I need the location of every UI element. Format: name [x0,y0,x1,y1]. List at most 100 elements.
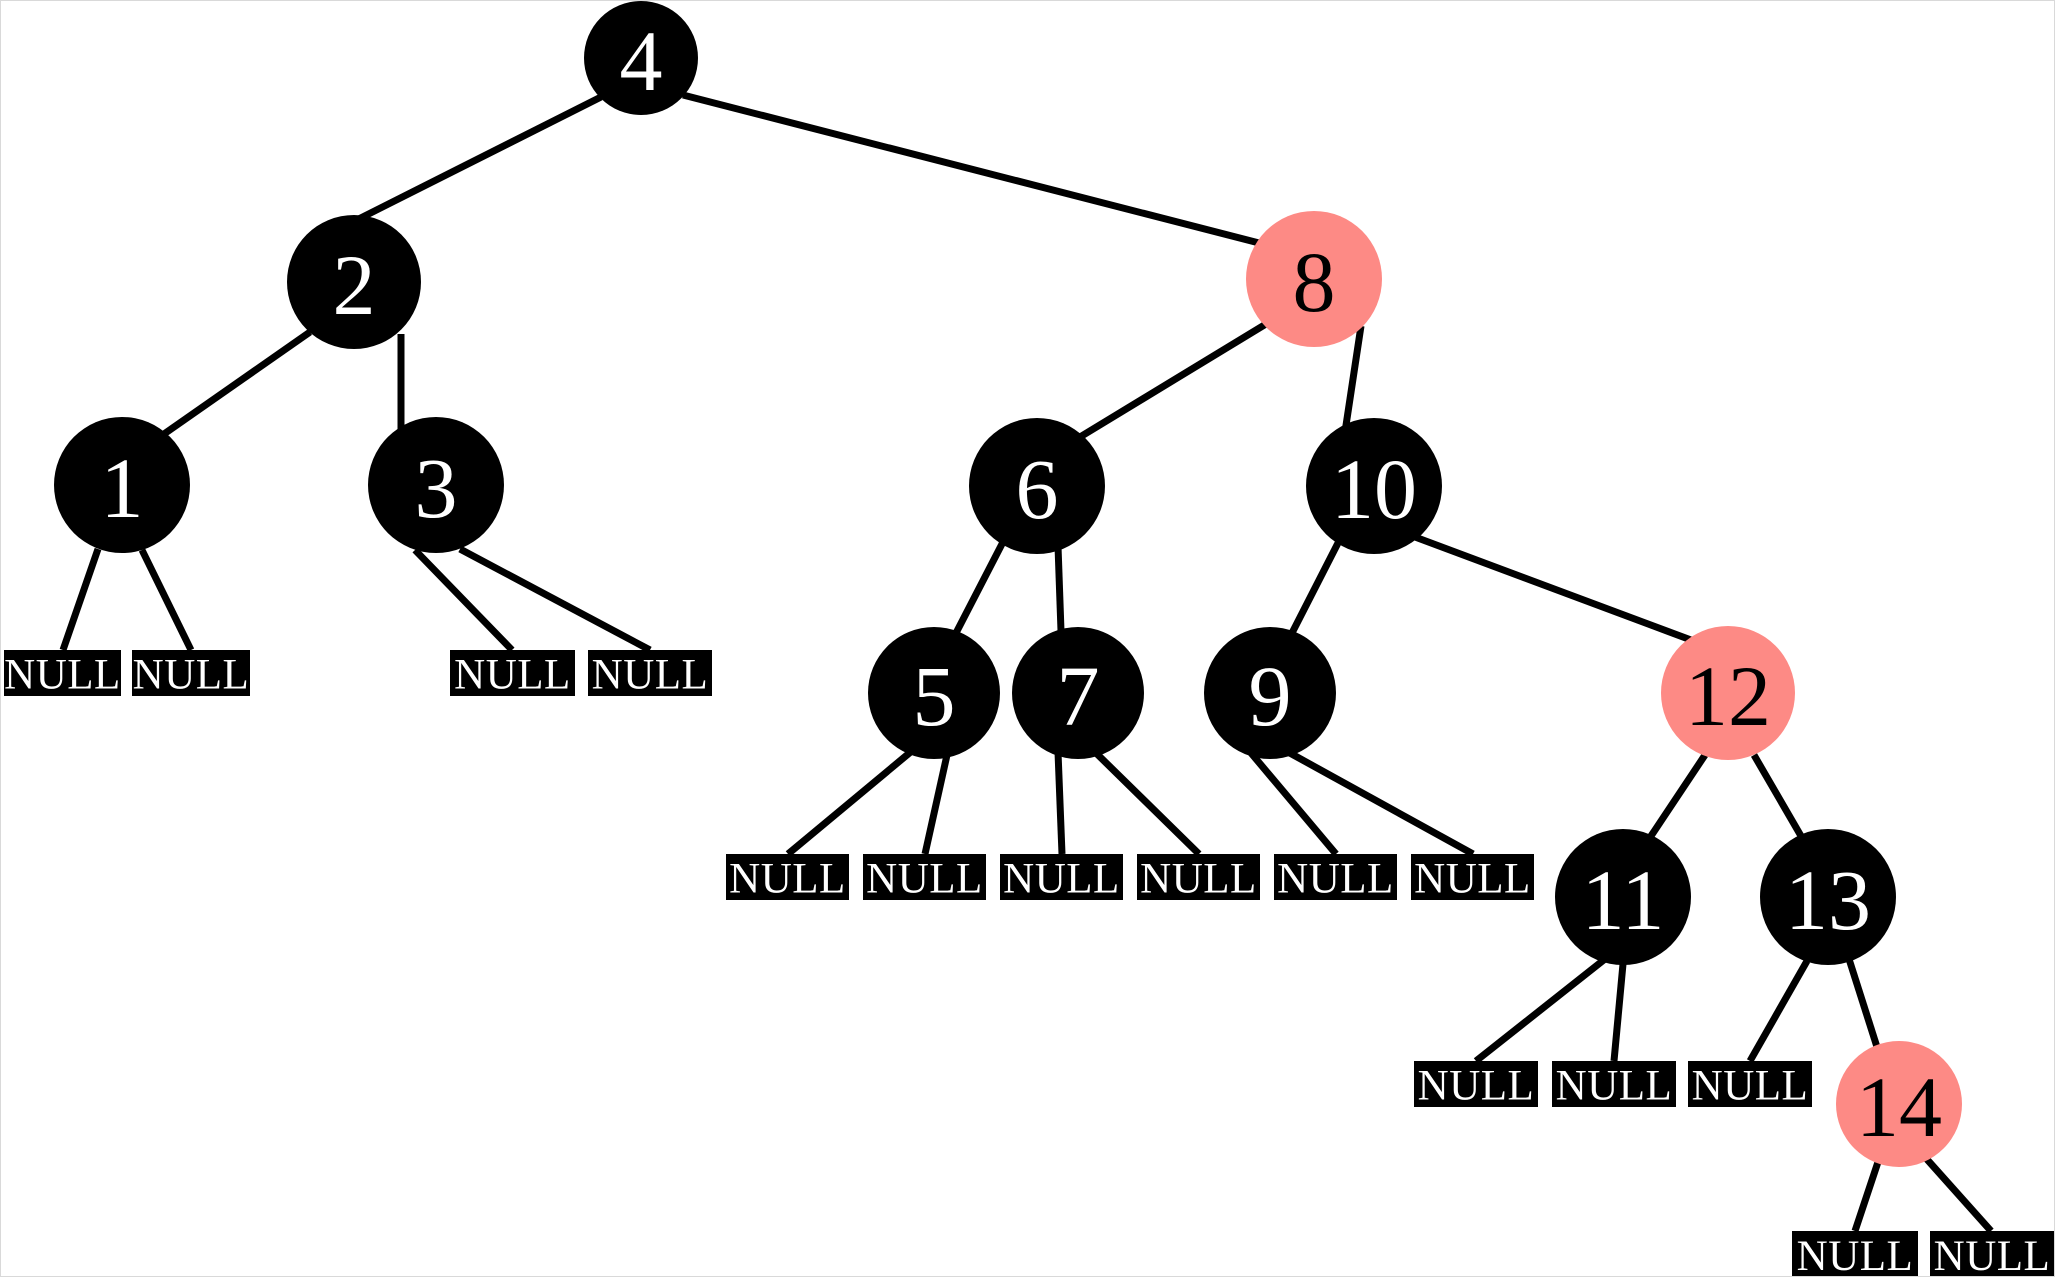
node-circle-black[interactable] [1306,418,1442,554]
tree-edge-n1-nb1 [59,547,102,652]
tree-edge-n9-nb9 [1248,750,1339,857]
tree-node-14[interactable]: 14 [1836,1041,1962,1167]
node-label: 12 [1685,648,1771,744]
tree-node-7[interactable]: 7 [1012,627,1144,759]
null-box-background [1414,1061,1538,1107]
null-leaf-box: NULL [1552,1061,1676,1110]
tree-node-13[interactable]: 13 [1760,829,1896,965]
node-circle-red[interactable] [1246,211,1382,347]
null-box-background [4,650,121,696]
null-leaf-box: NULL [1411,854,1534,903]
tree-edge-n8-n6 [1078,321,1268,440]
null-box-background [863,854,986,900]
tree-edge-n13-n14 [1845,957,1881,1049]
null-leaf-box: NULL [1000,854,1123,903]
node-circle-black[interactable] [1204,627,1336,759]
node-circle-black[interactable] [54,417,190,553]
tree-edge-n4-n8 [682,91,1264,248]
null-leaf-box: NULL [1414,1061,1538,1110]
tree-node-10[interactable]: 10 [1306,418,1442,554]
tree-edge-n10-n9 [1288,541,1342,635]
tree-edge-n14-nb14 [1851,1157,1883,1233]
tree-edge-n5-nb6 [921,754,951,855]
tree-edge-n7-nb7 [1054,751,1066,855]
tree-node-1[interactable]: 1 [54,417,190,553]
null-box-background [726,854,849,900]
null-box-background [1792,1231,1918,1276]
node-circle-black[interactable] [368,417,504,553]
tree-node-12[interactable]: 12 [1661,626,1795,760]
tree-edge-n12-n13 [1750,753,1805,838]
tree-edge-n10-n12 [1413,533,1693,644]
node-label: 6 [1016,441,1059,537]
node-label: 13 [1785,852,1871,948]
node-label: 9 [1249,648,1292,744]
tree-edge-n3-nb3 [412,547,515,653]
node-circle-black[interactable] [1012,627,1144,759]
null-box-label: NULL [1140,856,1257,903]
tree-edge-n11-nb12 [1610,963,1627,1062]
null-box-label: NULL [1556,1063,1673,1110]
node-circle-black[interactable] [584,1,698,115]
null-box-background [1688,1061,1812,1107]
null-box-label: NULL [1934,1233,2051,1277]
tree-node-9[interactable]: 9 [1204,627,1336,759]
null-box-background [1411,854,1534,900]
node-label: 3 [415,440,458,536]
tree-edge-n5-nb5 [785,747,916,857]
node-circle-red[interactable] [1661,626,1795,760]
null-leaf-box: NULL [588,650,712,699]
tree-node-6[interactable]: 6 [969,418,1105,554]
node-circle-red[interactable] [1836,1041,1962,1167]
node-label: 7 [1057,648,1100,744]
null-leaf-box: NULL [1137,854,1260,903]
null-box-background [1552,1061,1676,1107]
node-label: 2 [333,237,376,333]
null-leaf-box: NULL [4,650,121,699]
tree-node-8[interactable]: 8 [1246,211,1382,347]
node-label: 4 [620,13,663,109]
tree-edge-n8-n10 [1341,325,1365,433]
node-label: 1 [101,440,144,536]
tree-node-5[interactable]: 5 [868,627,1000,759]
node-circle-black[interactable] [287,215,421,349]
tree-node-3[interactable]: 3 [368,417,504,553]
null-leaf-box: NULL [1688,1061,1812,1110]
tree-edge-n13-nb13 [1746,959,1811,1063]
null-box-label: NULL [4,652,121,699]
null-leaf-box: NULL [1792,1231,1918,1277]
node-circle-black[interactable] [1760,829,1896,965]
null-leaf-box: NULL [726,854,849,903]
tree-node-2[interactable]: 2 [287,215,421,349]
null-box-label: NULL [454,652,571,699]
null-box-label: NULL [729,856,846,903]
null-box-background [132,650,250,696]
null-box-background [1274,854,1397,900]
null-leaf-box: NULL [450,650,575,699]
null-leaf-box: NULL [1930,1231,2054,1277]
node-label: 11 [1582,852,1665,948]
tree-edge-n11-nb11 [1473,956,1608,1064]
node-label: 10 [1331,441,1417,537]
null-box-background [450,650,575,696]
null-boxes-layer: NULL NULL NULL NULL NULL NULL NULL NULL NULL NULL… [4,650,2054,1277]
tree-node-4[interactable]: 4 [584,1,698,115]
null-box-label: NULL [866,856,983,903]
node-circle-black[interactable] [969,418,1105,554]
null-box-label: NULL [1797,1233,1914,1277]
null-box-label: NULL [1003,856,1120,903]
tree-edge-n1-nb2 [138,548,195,652]
tree-edge-n12-n11 [1648,753,1708,838]
tree-node-11[interactable]: 11 [1555,829,1691,965]
node-label: 8 [1293,234,1336,330]
null-box-background [1137,854,1260,900]
tree-edge-n7-nb8 [1092,749,1202,857]
null-box-label: NULL [1418,1063,1535,1110]
null-box-label: NULL [1692,1063,1809,1110]
null-leaf-box: NULL [863,854,986,903]
node-circle-black[interactable] [1555,829,1691,965]
node-circle-black[interactable] [868,627,1000,759]
